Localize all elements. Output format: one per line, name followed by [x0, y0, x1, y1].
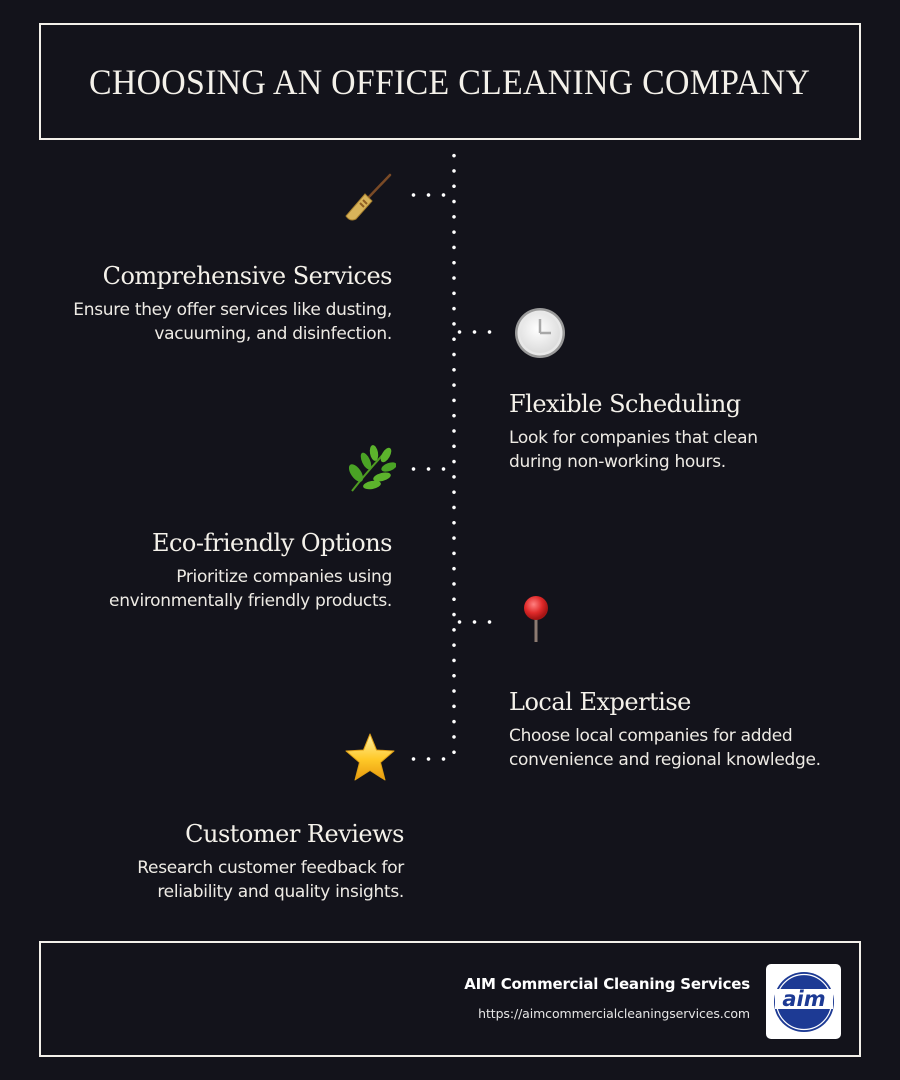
- item-title: Comprehensive Services: [102, 262, 393, 290]
- item-description: Prioritize companies using environmental…: [109, 567, 392, 611]
- item-description: Research customer feedback for reliabili…: [137, 858, 404, 902]
- item-flexible-scheduling: Flexible Scheduling Look for companies t…: [509, 390, 758, 474]
- page-title: CHOOSING AN OFFICE CLEANING COMPANY: [89, 61, 811, 102]
- item-description: Look for companies that clean during non…: [509, 428, 758, 472]
- connector-2: [452, 330, 500, 334]
- aim-logo: aim: [766, 964, 841, 1039]
- item-customer-reviews: Customer Reviews Research customer feedb…: [137, 820, 404, 904]
- connector-3: [406, 467, 454, 471]
- connector-1: [406, 193, 454, 197]
- item-description: Ensure they offer services like dusting,…: [73, 300, 392, 344]
- herb-icon: [344, 443, 396, 495]
- brand-name: AIM Commercial Cleaning Services: [464, 975, 750, 993]
- brand-url-link[interactable]: https://aimcommercialcleaningservices.co…: [478, 1006, 750, 1021]
- logo-text: aim: [782, 987, 825, 1011]
- item-comprehensive-services: Comprehensive Services Ensure they offer…: [73, 262, 392, 346]
- broom-icon: [342, 172, 394, 224]
- footer-box: AIM Commercial Cleaning Services https:/…: [39, 941, 861, 1057]
- item-title: Flexible Scheduling: [509, 390, 741, 418]
- item-title: Eco-friendly Options: [151, 529, 393, 557]
- round-pushpin-icon: [510, 594, 562, 646]
- item-eco-friendly-options: Eco-friendly Options Prioritize companie…: [109, 529, 392, 613]
- item-title: Customer Reviews: [185, 820, 404, 848]
- connector-5: [406, 757, 454, 761]
- star-icon: [344, 732, 396, 784]
- item-local-expertise: Local Expertise Choose local companies f…: [509, 688, 821, 772]
- item-title: Local Expertise: [509, 688, 691, 716]
- item-description: Choose local companies for added conveni…: [509, 726, 821, 770]
- connector-4: [452, 620, 500, 624]
- clock-icon: [514, 307, 566, 359]
- timeline-vertical-line: [452, 148, 456, 762]
- title-box: CHOOSING AN OFFICE CLEANING COMPANY: [39, 23, 861, 140]
